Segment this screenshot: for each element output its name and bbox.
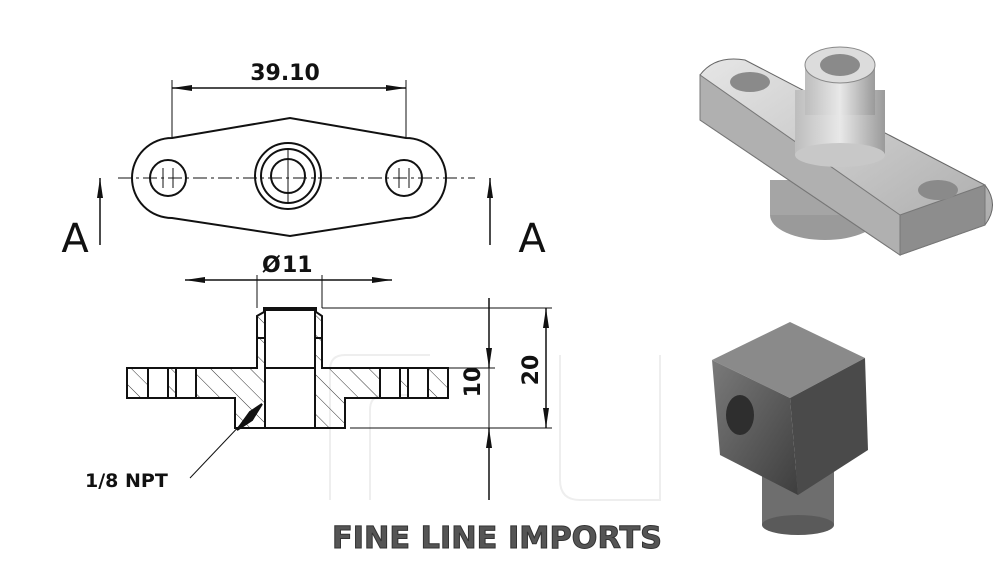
width-dimension: 39.10 — [250, 61, 320, 86]
top-view — [97, 80, 493, 245]
section-view — [126, 275, 552, 500]
thread-callout: 1/8 NPT — [85, 470, 168, 492]
diameter-label: Ø 11 — [262, 253, 313, 278]
height-dimension-inner: 10 — [461, 367, 486, 398]
block-3d-render — [712, 322, 868, 535]
diameter-symbol: Ø — [262, 253, 281, 278]
section-label-left: A — [61, 216, 89, 262]
brand-logo: FINE LINE IMPORTS — [332, 521, 662, 556]
diameter-value: 11 — [282, 253, 313, 278]
fitting-3d-render — [699, 46, 993, 256]
height-dimension-overall: 20 — [519, 355, 544, 386]
section-label-right: A — [518, 216, 546, 262]
